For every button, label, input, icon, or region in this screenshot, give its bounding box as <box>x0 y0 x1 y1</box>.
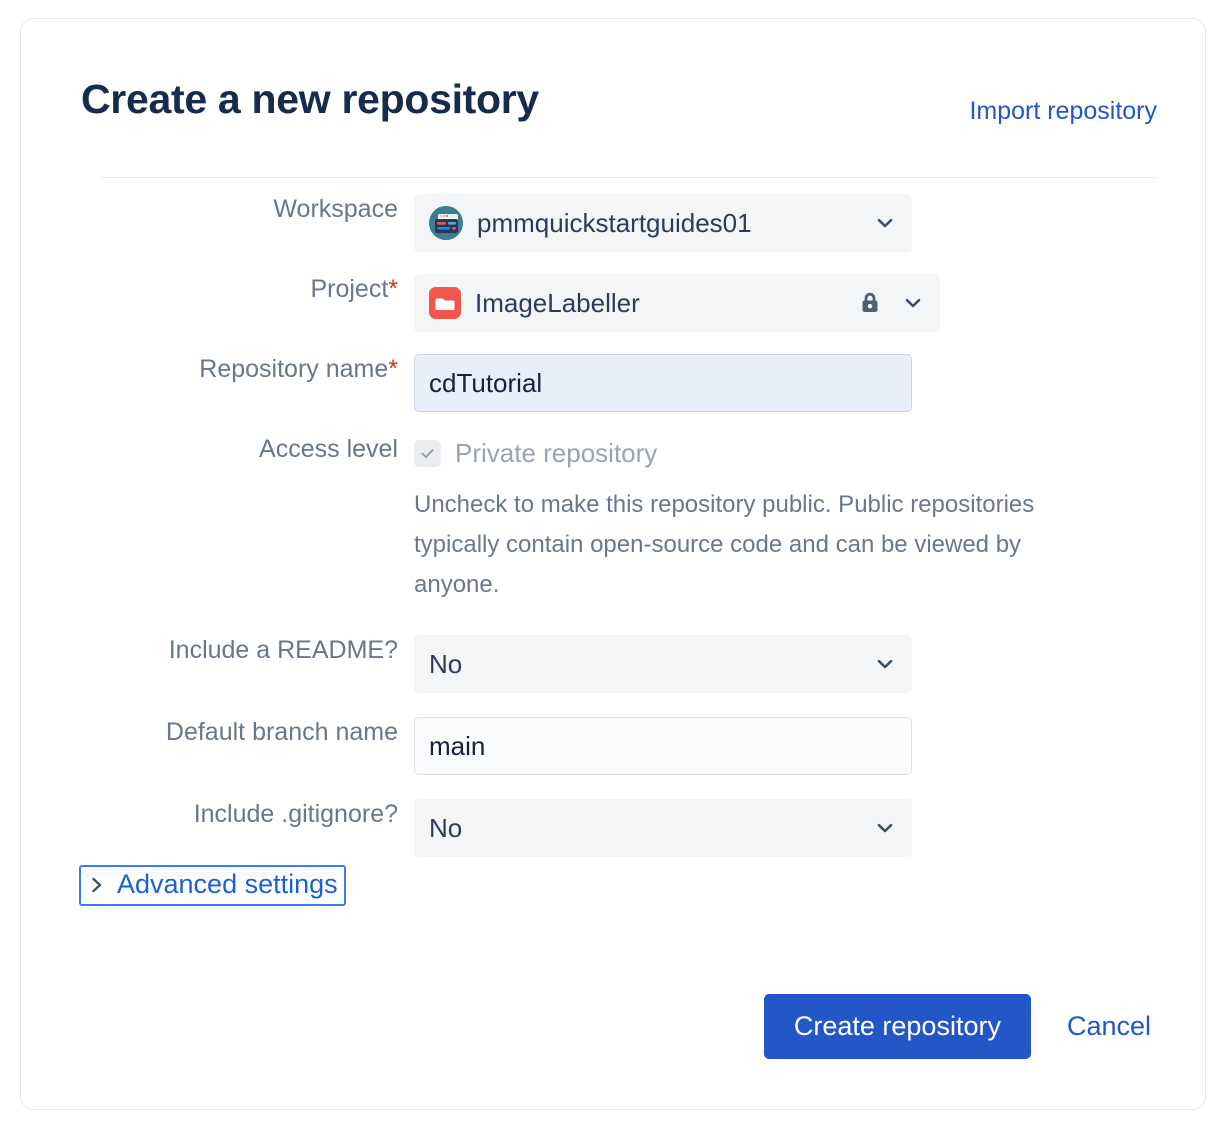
repository-name-label-text: Repository name <box>199 355 389 383</box>
include-readme-row: Include a README? No <box>81 635 1181 693</box>
advanced-settings-toggle[interactable]: Advanced settings <box>79 865 346 906</box>
chevron-down-icon <box>903 293 923 313</box>
chevron-right-icon <box>89 876 105 894</box>
default-branch-name-label: Default branch name <box>165 718 398 746</box>
include-gitignore-row: Include .gitignore? No <box>81 799 1181 857</box>
project-row: Project* ImageLabeller <box>81 274 1181 332</box>
chevron-down-icon <box>875 654 895 674</box>
page-title: Create a new repository <box>81 76 539 122</box>
workspace-label: Workspace <box>273 195 398 223</box>
include-readme-select[interactable]: No <box>414 635 912 693</box>
default-branch-name-input[interactable] <box>414 717 912 775</box>
form-footer: Create repository Cancel <box>81 994 1157 1059</box>
project-required-marker: * <box>388 275 398 303</box>
access-level-row: Access level Private repository Uncheck … <box>81 434 1181 605</box>
project-folder-icon <box>429 287 461 319</box>
card-header: Create a new repository Import repositor… <box>81 74 1157 178</box>
lock-icon <box>857 289 883 317</box>
private-repository-checkbox[interactable] <box>414 440 441 467</box>
import-repository-link[interactable]: Import repository <box>969 97 1157 125</box>
chevron-down-icon <box>875 818 895 838</box>
include-readme-label: Include a README? <box>168 636 398 664</box>
access-level-label: Access level <box>259 435 398 463</box>
project-value: ImageLabeller <box>475 287 640 318</box>
include-gitignore-label: Include .gitignore? <box>193 800 398 828</box>
cancel-button[interactable]: Cancel <box>1061 1010 1157 1043</box>
advanced-settings-row: Advanced settings <box>79 865 1181 906</box>
workspace-avatar-icon <box>429 206 463 240</box>
include-gitignore-value: No <box>429 812 463 843</box>
workspace-value: pmmquickstartguides01 <box>477 207 752 238</box>
repository-name-row: Repository name* <box>81 354 1181 412</box>
access-level-helper-text: Uncheck to make this repository public. … <box>414 491 1035 598</box>
project-select[interactable]: ImageLabeller <box>414 274 940 332</box>
repository-name-input[interactable] <box>414 354 912 412</box>
project-label: Project* <box>81 274 414 304</box>
workspace-select[interactable]: pmmquickstartguides01 <box>414 194 912 252</box>
include-gitignore-select[interactable]: No <box>414 799 912 857</box>
private-repository-label: Private repository <box>455 438 658 468</box>
project-label-text: Project <box>310 275 389 303</box>
advanced-settings-label: Advanced settings <box>117 869 338 899</box>
include-readme-value: No <box>429 648 463 679</box>
chevron-down-icon <box>875 213 895 233</box>
header-divider <box>101 177 1156 178</box>
default-branch-name-row: Default branch name <box>81 717 1181 775</box>
repository-name-label: Repository name* <box>81 354 414 384</box>
create-repository-form: Workspace <box>79 194 1181 906</box>
repository-name-required-marker: * <box>388 355 398 383</box>
create-repository-card: Create a new repository Import repositor… <box>20 18 1206 1110</box>
create-repository-button[interactable]: Create repository <box>763 994 1031 1059</box>
private-repository-checkbox-wrap[interactable]: Private repository <box>414 438 1181 469</box>
workspace-row: Workspace <box>81 194 1181 252</box>
check-icon <box>421 449 434 459</box>
